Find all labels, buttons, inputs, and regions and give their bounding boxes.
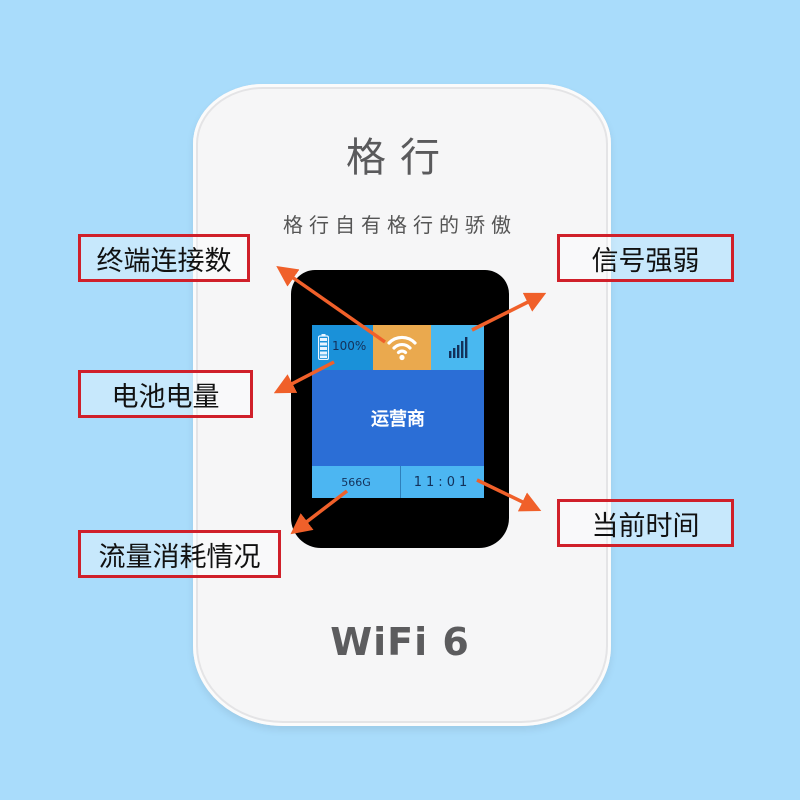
battery-percent: 100% (332, 339, 367, 353)
battery-icon (318, 334, 329, 360)
wifi-clients-tile (373, 325, 431, 370)
brand-slogan: 格行自有格行的骄傲 (283, 213, 517, 237)
carrier-name: 运营商 (312, 370, 484, 466)
signal-bars-icon (449, 337, 468, 358)
device-screen: 100% 运营商 566G 11:01 (312, 325, 484, 498)
callout-client-count: 终端连接数 (78, 234, 250, 282)
arrow-battery (273, 360, 335, 394)
wifi-icon (387, 335, 417, 361)
signal-tile (431, 325, 484, 370)
data-usage: 566G (312, 466, 401, 498)
callout-data-usage: 流量消耗情况 (78, 530, 281, 578)
battery-tile: 100% (312, 325, 373, 370)
arrow-signal (471, 292, 547, 332)
brand-name: 格行 (346, 135, 454, 181)
arrow-time (476, 478, 542, 512)
arrow-data (290, 489, 349, 535)
callout-current-time: 当前时间 (557, 499, 734, 547)
callout-battery-level: 电池电量 (78, 370, 253, 418)
callout-signal-strength: 信号强弱 (557, 234, 734, 282)
current-time: 11:01 (401, 466, 484, 498)
arrow-clients (276, 265, 387, 344)
wifi6-logo: WiFi 6 (330, 620, 470, 664)
